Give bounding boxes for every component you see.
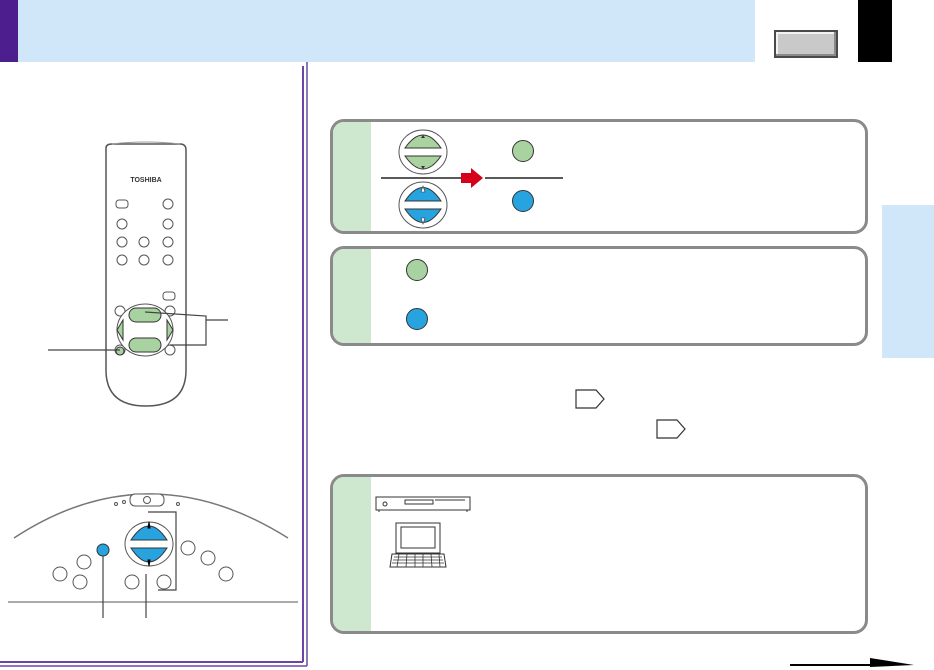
header-black-block bbox=[858, 0, 892, 62]
remote-brand: TOSHIBA bbox=[130, 177, 161, 184]
arrow-pad-icon bbox=[398, 129, 448, 175]
arrow-pad-icon bbox=[398, 181, 448, 229]
right-arrow-icon bbox=[461, 168, 483, 188]
page-reference-icon[interactable] bbox=[575, 389, 605, 409]
green-button-icon bbox=[406, 259, 428, 281]
blue-button-icon bbox=[512, 190, 534, 212]
step-number-strip bbox=[333, 477, 371, 631]
page-reference-icon[interactable] bbox=[656, 419, 686, 439]
remote-control-icon: TOSHIBA bbox=[48, 141, 228, 407]
step-box-3 bbox=[330, 474, 868, 634]
step-number-strip bbox=[333, 249, 371, 343]
header-accent-bar bbox=[0, 0, 18, 62]
divider-lines bbox=[381, 177, 563, 179]
note-2 bbox=[620, 418, 660, 438]
section-tab[interactable] bbox=[882, 205, 934, 358]
green-button-icon bbox=[512, 140, 534, 162]
step-box-1 bbox=[330, 119, 868, 234]
contents-button[interactable] bbox=[774, 30, 838, 58]
step-box-2 bbox=[330, 246, 868, 346]
next-page-arrow-icon[interactable] bbox=[790, 648, 920, 668]
blue-button-icon bbox=[406, 308, 428, 330]
header-banner bbox=[18, 0, 755, 62]
laptop-computer-icon bbox=[389, 522, 447, 568]
left-panel-frame bbox=[0, 62, 308, 667]
vcr-icon bbox=[375, 496, 471, 512]
projector-panel-icon bbox=[8, 493, 298, 618]
step-number-strip bbox=[333, 122, 371, 231]
